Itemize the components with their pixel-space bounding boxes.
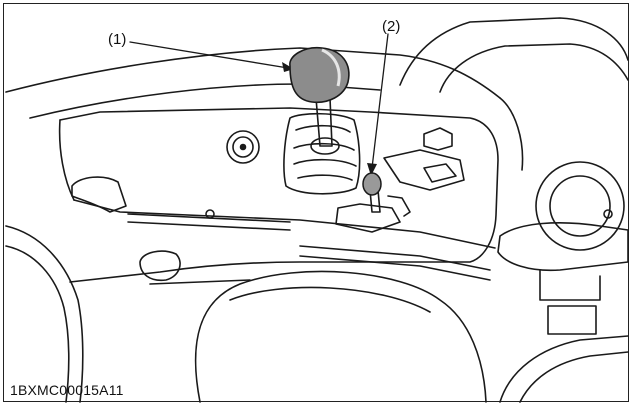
small-boss <box>205 209 215 219</box>
figure-code: 1BXMC00015A11 <box>10 382 124 398</box>
lower-slot-left-2 <box>127 221 291 231</box>
lower-rail-right <box>299 245 491 271</box>
dash-top-outline <box>5 47 501 99</box>
switch-cluster-top <box>423 127 453 151</box>
wheel-spoke-block <box>547 305 597 335</box>
round-knob-inner <box>232 136 254 158</box>
lever-2-base <box>335 203 401 233</box>
lever-boot-outer <box>283 112 361 195</box>
round-knob-outer <box>226 130 260 164</box>
left-wheel-arc-inner <box>5 245 70 403</box>
round-knob-center <box>239 143 247 151</box>
switch-cluster-body <box>383 149 465 191</box>
wheel-hub-bolt <box>603 209 613 219</box>
seat-back-highlight <box>229 286 431 313</box>
lever-2-bracket <box>387 195 411 217</box>
column-housing-inner <box>439 43 629 93</box>
switch-cluster-block <box>423 163 457 183</box>
column-housing-edge <box>499 97 524 171</box>
lever-boot-ring-4 <box>297 174 353 181</box>
lower-rail-right-2 <box>299 255 491 281</box>
pedal-knob <box>139 250 181 282</box>
right-rim-inner <box>519 351 629 403</box>
wheel-hub-outer <box>535 161 625 251</box>
callout-1-leader <box>129 41 289 69</box>
lever-2-shaft <box>369 189 381 213</box>
callout-label-1: (1) <box>108 31 127 48</box>
wheel-hub-mid <box>549 175 611 237</box>
dash-upper-rim <box>29 83 381 119</box>
lever-2-knob <box>362 172 382 196</box>
callout-2-arrowhead <box>367 163 377 176</box>
lever-1-knob <box>289 46 350 104</box>
left-handle <box>71 176 127 213</box>
lever-boot-ring-1 <box>295 124 351 133</box>
lower-left-slot <box>149 279 251 285</box>
lever-boot-collar <box>310 137 340 155</box>
panel-lower-lip <box>73 199 496 249</box>
panel-left-recess <box>58 119 75 201</box>
lever-1-shaft <box>315 97 333 147</box>
wheel-arm <box>497 222 629 272</box>
wheel-spoke-lower <box>539 269 601 301</box>
callout-2-leader <box>371 33 389 169</box>
seat-back <box>194 270 487 403</box>
callout-label-2: (2) <box>382 18 401 35</box>
lever-boot-ring-3 <box>293 158 357 167</box>
left-wheel-arc <box>5 225 84 403</box>
lever-boot-ring-2 <box>293 142 355 151</box>
right-rim <box>499 335 629 403</box>
panel-outline <box>59 107 499 283</box>
column-housing <box>399 17 629 86</box>
